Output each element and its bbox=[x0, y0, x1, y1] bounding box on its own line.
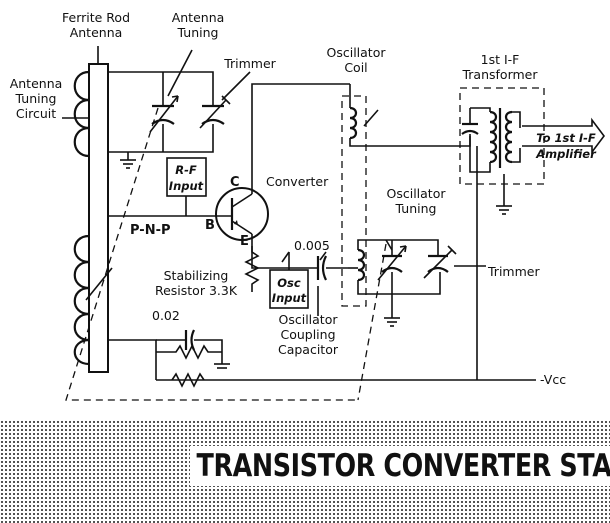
coupling-capacitor bbox=[316, 255, 348, 316]
label-coupling-cap-3: Capacitor bbox=[278, 342, 339, 357]
coil-tap-slant bbox=[85, 267, 113, 301]
label-antenna-tuning-1: Antenna bbox=[172, 10, 225, 25]
label-cap-0005: 0.005 bbox=[294, 238, 330, 253]
label-stabilizing-1: Stabilizing bbox=[164, 268, 229, 283]
label-oscillator-coil-1: Oscillator bbox=[327, 45, 387, 60]
rf-input-label-2: Input bbox=[169, 179, 204, 193]
label-coupling-cap-1: Oscillator bbox=[279, 312, 339, 327]
label-terminal-e: E bbox=[240, 234, 249, 249]
label-antenna-tuning-2: Tuning bbox=[177, 25, 219, 40]
antenna-coil bbox=[73, 70, 90, 366]
emitter-lead bbox=[251, 234, 318, 269]
label-terminal-c: C bbox=[230, 175, 240, 190]
label-cap-002: 0.02 bbox=[152, 308, 180, 323]
label-if-transformer-1: 1st I-F bbox=[481, 52, 520, 67]
label-ferrite-rod-2: Antenna bbox=[70, 25, 123, 40]
label-terminal-b: B bbox=[205, 218, 215, 233]
if-output-arrow bbox=[522, 117, 605, 155]
collector-lead bbox=[251, 83, 350, 194]
rf-input-label-1: R-F bbox=[175, 163, 197, 177]
label-stabilizing-2: Resistor 3.3K bbox=[155, 283, 238, 298]
label-pnp: P-N-P bbox=[130, 223, 171, 238]
label-antenna-tuning-circuit-2: Tuning bbox=[15, 91, 57, 106]
label-if-transformer-2: Transformer bbox=[461, 67, 538, 82]
oscillator-coil-box bbox=[341, 95, 367, 307]
osc-input-label-2: Input bbox=[272, 291, 307, 305]
osc-input-label-1: Osc bbox=[277, 276, 301, 290]
label-trimmer-right: Trimmer bbox=[487, 264, 540, 279]
bottom-rc-network bbox=[108, 329, 230, 388]
label-to-if-amplifier-1: To 1st I-F bbox=[536, 131, 596, 145]
label-converter: Converter bbox=[266, 174, 329, 189]
label-oscillator-tuning-2: Tuning bbox=[395, 201, 437, 216]
if-transformer-box bbox=[459, 87, 545, 185]
rf-input-box: R-F Input bbox=[166, 157, 207, 216]
osc-gang-outline bbox=[357, 243, 387, 401]
label-vcc: -Vcc bbox=[540, 372, 566, 387]
gang-outline bbox=[65, 107, 358, 401]
banner-title: TRANSISTOR CONVERTER STAGE bbox=[190, 446, 610, 486]
label-antenna-tuning-circuit-1: Antenna bbox=[10, 76, 63, 91]
label-coupling-cap-2: Coupling bbox=[280, 327, 335, 342]
antenna-tuning-wiring bbox=[108, 71, 231, 169]
transistor-pnp bbox=[215, 187, 269, 241]
stabilizing-resistor bbox=[244, 246, 260, 292]
label-antenna-tuning-circuit-3: Circuit bbox=[16, 106, 56, 121]
osc-input-box: Osc Input bbox=[269, 251, 309, 309]
label-oscillator-coil-2: Coil bbox=[344, 60, 367, 75]
label-ferrite-rod-1: Ferrite Rod bbox=[62, 10, 130, 25]
if-transformer bbox=[461, 107, 521, 215]
leader-lines bbox=[62, 46, 393, 261]
converter-schematic: R-F Input Osc Input bbox=[10, 10, 605, 401]
label-trimmer-top: Trimmer bbox=[223, 56, 276, 71]
osc-trimmer bbox=[423, 245, 486, 279]
label-to-if-amplifier-2: Amplifier bbox=[535, 147, 597, 161]
vcc-bus bbox=[156, 146, 536, 381]
ferrite-rod bbox=[88, 63, 109, 373]
oscillator-tuning-capacitor bbox=[377, 240, 407, 327]
label-oscillator-tuning-1: Oscillator bbox=[387, 186, 447, 201]
title-banner: TRANSISTOR CONVERTER STAGE bbox=[0, 420, 610, 523]
